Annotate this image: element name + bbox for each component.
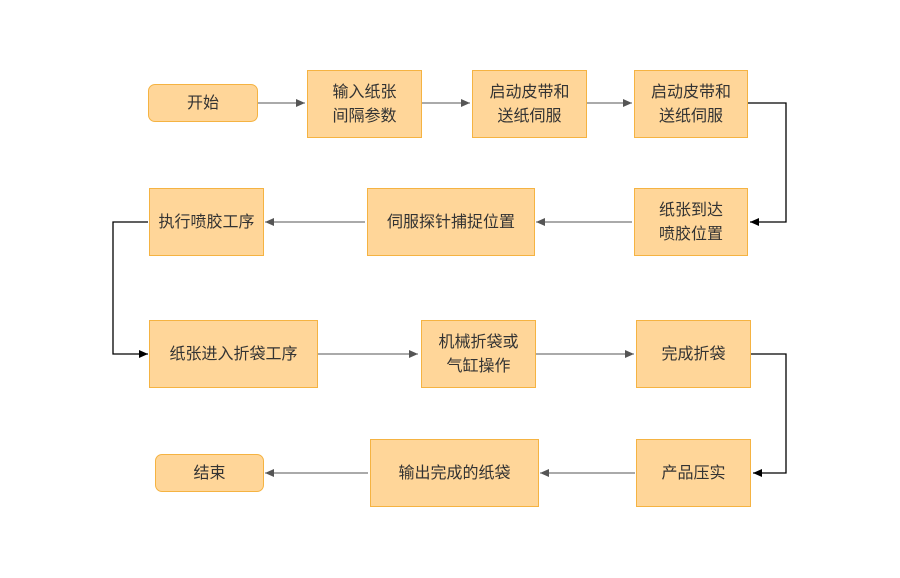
fold-process-node: 纸张进入折袋工序 [149,320,318,388]
start-belt-node-2: 启动皮带和 送纸伺服 [634,70,748,138]
mech-fold-node: 机械折袋或 气缸操作 [421,320,536,388]
glue-position-node: 纸张到达 喷胶位置 [634,188,748,256]
arrow-belt2-to-glue-position [748,102,787,226]
input-params-node: 输入纸张 间隔参数 [307,70,422,138]
output-bag-node: 输出完成的纸袋 [370,439,539,507]
fold-done-node: 完成折袋 [636,320,751,388]
end-node: 结束 [155,454,264,492]
start-node: 开始 [148,84,258,122]
arrow-glue-process-to-fold [112,221,148,358]
glue-process-node: 执行喷胶工序 [149,188,264,256]
start-belt-node-1: 启动皮带和 送纸伺服 [472,70,587,138]
press-node: 产品压实 [636,439,751,507]
servo-probe-node: 伺服探针捕捉位置 [367,188,535,256]
arrow-done-to-press [751,353,787,477]
